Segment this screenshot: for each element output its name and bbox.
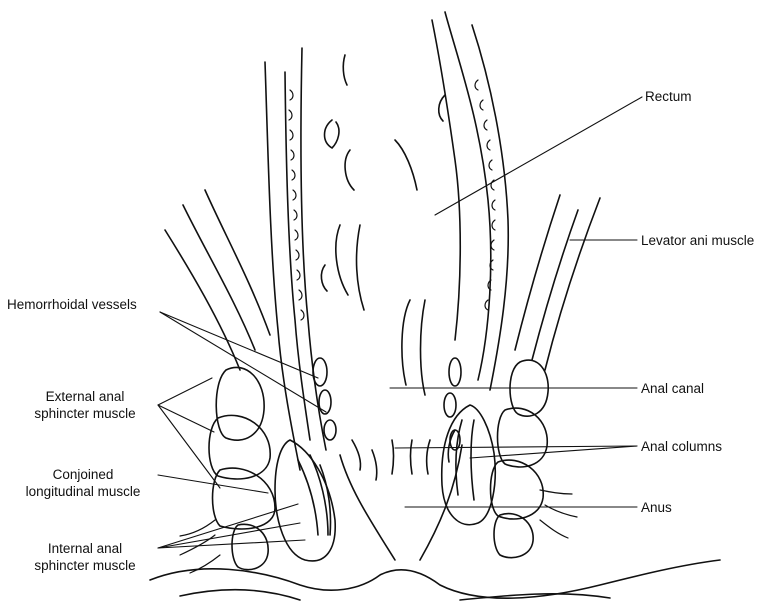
internal-sphincter-left [275, 440, 335, 561]
leader-external-1 [158, 378, 212, 405]
label-external-line-1: External anal [10, 388, 160, 405]
label-conjoined-line-2: longitudinal muscle [8, 483, 158, 500]
label-external-line-2: sphincter muscle [10, 405, 160, 422]
label-conjoined-longitudinal-muscle: Conjoined longitudinal muscle [8, 466, 158, 500]
label-anal-canal: Anal canal [641, 380, 704, 397]
leader-anal-columns-1 [395, 446, 637, 448]
label-internal-line-1: Internal anal [10, 540, 160, 557]
leader-external-3 [158, 405, 220, 488]
label-anal-columns: Anal columns [641, 438, 722, 455]
label-levator-ani-muscle: Levator ani muscle [641, 232, 754, 249]
leader-rectum [435, 97, 642, 215]
anal-columns-folds [352, 430, 455, 480]
label-conjoined-line-1: Conjoined [8, 466, 158, 483]
wall-vessels-right [475, 80, 495, 310]
hemorrhoidal-vessel-blobs [313, 358, 461, 450]
label-rectum: Rectum [645, 88, 692, 105]
levator-ani-left [165, 230, 240, 370]
leader-anal-columns-2 [470, 446, 637, 458]
label-external-anal-sphincter: External anal sphincter muscle [10, 388, 160, 422]
perianal-strands [180, 490, 577, 573]
label-anus: Anus [641, 499, 672, 516]
skin-line [150, 560, 720, 598]
external-sphincter-left [209, 367, 275, 569]
mucosal-folds [321, 55, 445, 395]
label-internal-line-2: sphincter muscle [10, 557, 160, 574]
levator-ani-right [515, 195, 560, 350]
external-sphincter-right [491, 360, 549, 558]
label-hemorrhoidal-vessels: Hemorrhoidal vessels [7, 296, 137, 313]
leader-external-2 [158, 405, 214, 432]
label-internal-anal-sphincter: Internal anal sphincter muscle [10, 540, 160, 574]
rectal-wall-left [265, 62, 300, 470]
leader-lines [158, 97, 642, 548]
leader-hemorrhoidal-2 [160, 312, 326, 412]
